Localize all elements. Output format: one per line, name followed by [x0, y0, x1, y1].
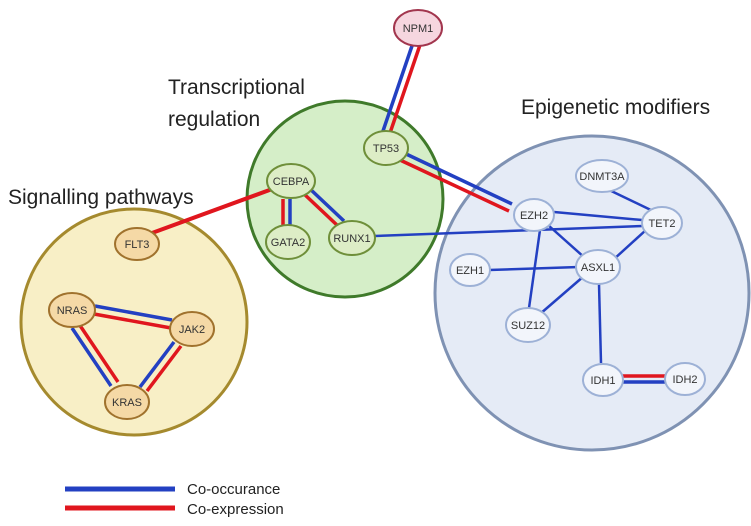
transcriptional-cluster: [245, 99, 445, 299]
legend: Co-occurance Co-expression: [65, 481, 284, 518]
node-jak2-label: JAK2: [179, 324, 205, 336]
node-nras: NRAS: [48, 292, 96, 328]
edge-ezh2-asxl1: [547, 224, 586, 259]
edge-jak2-kras-co-expression: [145, 344, 183, 393]
node-idh1: IDH1: [582, 363, 624, 397]
edge-npm1-tp53-co-expression: [388, 41, 423, 134]
node-tp53-label: TP53: [373, 143, 399, 155]
signalling-cluster-title: Signalling pathways: [8, 186, 194, 209]
node-idh2: IDH2: [664, 362, 706, 396]
edge-nras-jak2-co-occurance: [94, 304, 173, 322]
legend-co-expression-label: Co-expression: [187, 501, 284, 518]
edge-ezh2-tet2: [553, 210, 643, 222]
node-gata2-label: GATA2: [271, 237, 305, 249]
edge-asxl1-idh1: [597, 283, 603, 364]
edge-ezh1-asxl1: [488, 265, 580, 272]
node-asxl1-label: ASXL1: [581, 262, 615, 274]
edge-jak2-kras-co-occurance: [138, 340, 176, 389]
node-flt3: FLT3: [114, 227, 160, 261]
edge-runx1-tet2-co-occurance: [373, 224, 644, 238]
edge-tp53-ezh2-co-occurance: [403, 151, 513, 206]
node-idh2-label: IDH2: [672, 374, 697, 386]
node-tet2-label: TET2: [649, 218, 676, 230]
node-dnmt3a: DNMT3A: [575, 159, 629, 193]
node-ezh2: EZH2: [513, 198, 555, 232]
node-ezh1-label: EZH1: [456, 265, 484, 277]
edge-dnmt3a-tet2: [604, 186, 656, 214]
node-npm1: NPM1: [393, 9, 443, 47]
node-suz12-label: SUZ12: [511, 320, 545, 332]
node-runx1-label: RUNX1: [333, 233, 370, 245]
node-idh1-label: IDH1: [590, 375, 615, 387]
node-flt3-label: FLT3: [125, 239, 150, 251]
node-ezh1: EZH1: [449, 253, 491, 287]
nodes: NPM1 TP53 CEBPA GATA2 RUNX1 FLT3 NRAS: [48, 9, 706, 420]
edge-tp53-ezh2-co-expression: [399, 158, 510, 213]
edge-cebpa-runx1-co-expression: [301, 191, 340, 228]
edge-asxl1-suz12: [539, 275, 585, 315]
transcriptional-cluster-title-line2: regulation: [168, 108, 260, 131]
node-gata2: GATA2: [265, 224, 311, 260]
node-tp53: TP53: [363, 130, 409, 166]
edge-cebpa-flt3-co-expression: [151, 186, 276, 235]
node-jak2: JAK2: [169, 311, 215, 347]
node-cebpa-label: CEBPA: [273, 176, 310, 188]
edge-nras-kras-co-occurance: [70, 327, 113, 387]
legend-co-occurance-label: Co-occurance: [187, 481, 280, 498]
node-kras-label: KRAS: [112, 397, 142, 409]
node-dnmt3a-label: DNMT3A: [579, 171, 625, 183]
node-asxl1: ASXL1: [575, 249, 621, 285]
node-npm1-label: NPM1: [403, 23, 434, 35]
edge-nras-jak2-co-expression: [93, 312, 172, 330]
node-cebpa: CEBPA: [266, 163, 316, 199]
node-tet2: TET2: [641, 206, 683, 240]
edge-cebpa-runx1-co-occurance: [307, 186, 346, 223]
node-kras: KRAS: [104, 384, 150, 420]
edge-nras-kras-co-expression: [77, 323, 120, 383]
node-nras-label: NRAS: [57, 305, 88, 317]
edge-npm1-tp53-co-occurance: [381, 39, 416, 132]
epigenetic-cluster-title: Epigenetic modifiers: [521, 96, 710, 119]
edge-tet2-asxl1: [612, 229, 647, 261]
edges: [70, 39, 666, 393]
transcriptional-cluster-title-line1: Transcriptional: [168, 76, 305, 99]
node-suz12: SUZ12: [505, 307, 551, 343]
node-ezh2-label: EZH2: [520, 210, 548, 222]
node-runx1: RUNX1: [328, 220, 376, 256]
